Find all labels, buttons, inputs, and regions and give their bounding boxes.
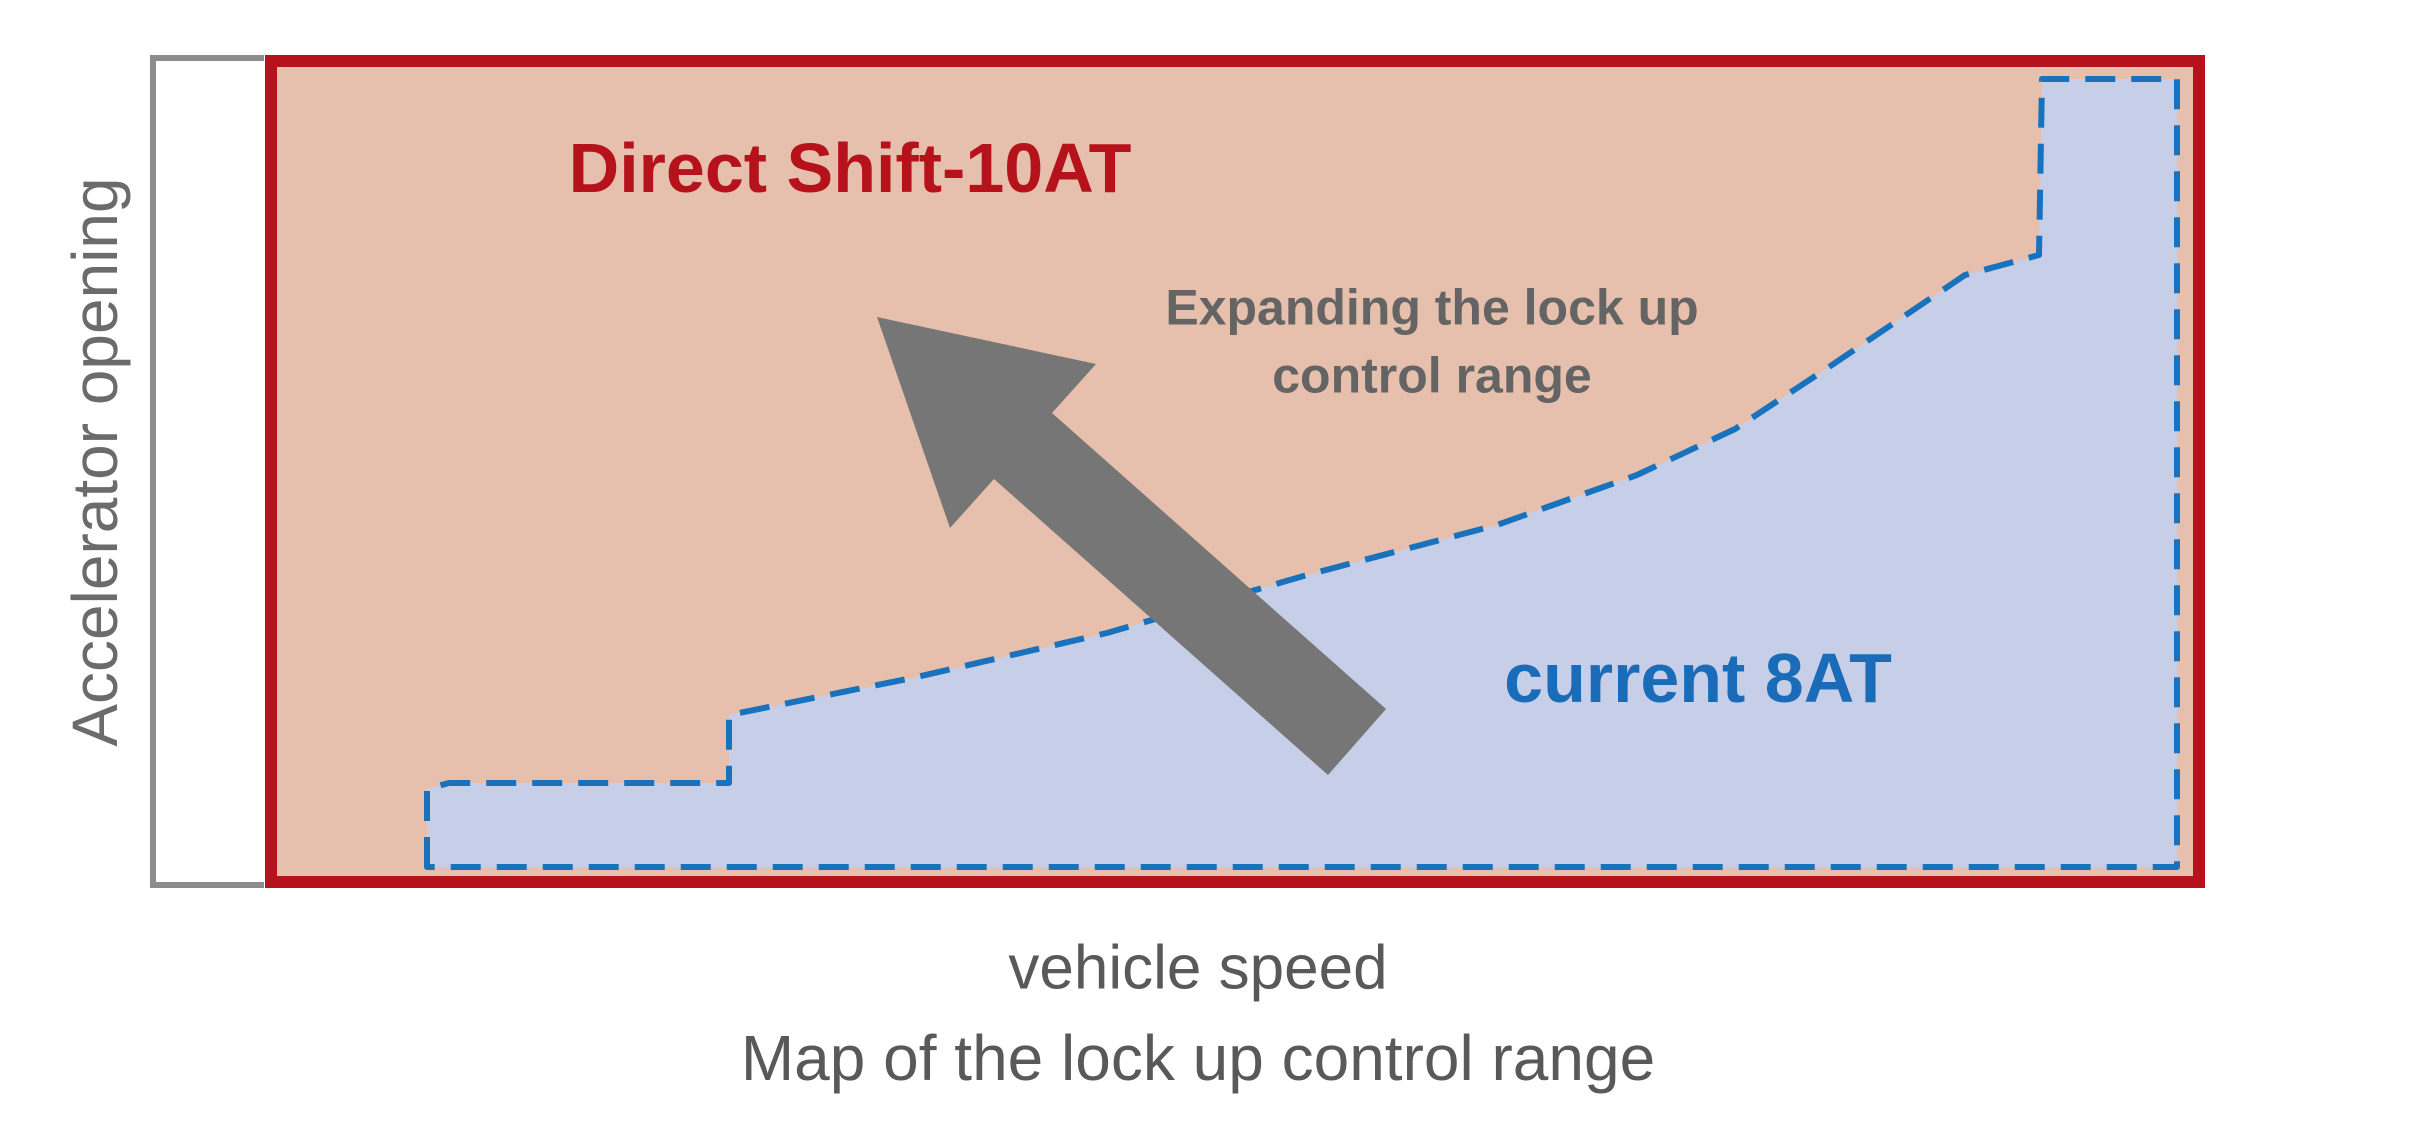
direct-shift-10at-region [265, 55, 2205, 888]
direct-shift-10at-label: Direct Shift-10AT [568, 129, 1132, 207]
expanding-annotation-line2: control range [1272, 347, 1592, 403]
y-axis-label: Accelerator opening [59, 177, 131, 747]
x-axis-label: vehicle speed [1008, 933, 1388, 1003]
diagram-caption: Map of the lock up control range [740, 1022, 1656, 1094]
current-8at-region-shape [424, 76, 2180, 870]
expanding-annotation: Expanding the lock up control range [1165, 275, 1698, 410]
expand-range-arrow-icon [877, 317, 1386, 775]
map-canvas [424, 76, 2180, 870]
expanding-annotation-line1: Expanding the lock up [1165, 279, 1699, 336]
current-8at-label: current 8AT [1504, 639, 1892, 717]
accelerator-axis-bracket [150, 55, 264, 888]
